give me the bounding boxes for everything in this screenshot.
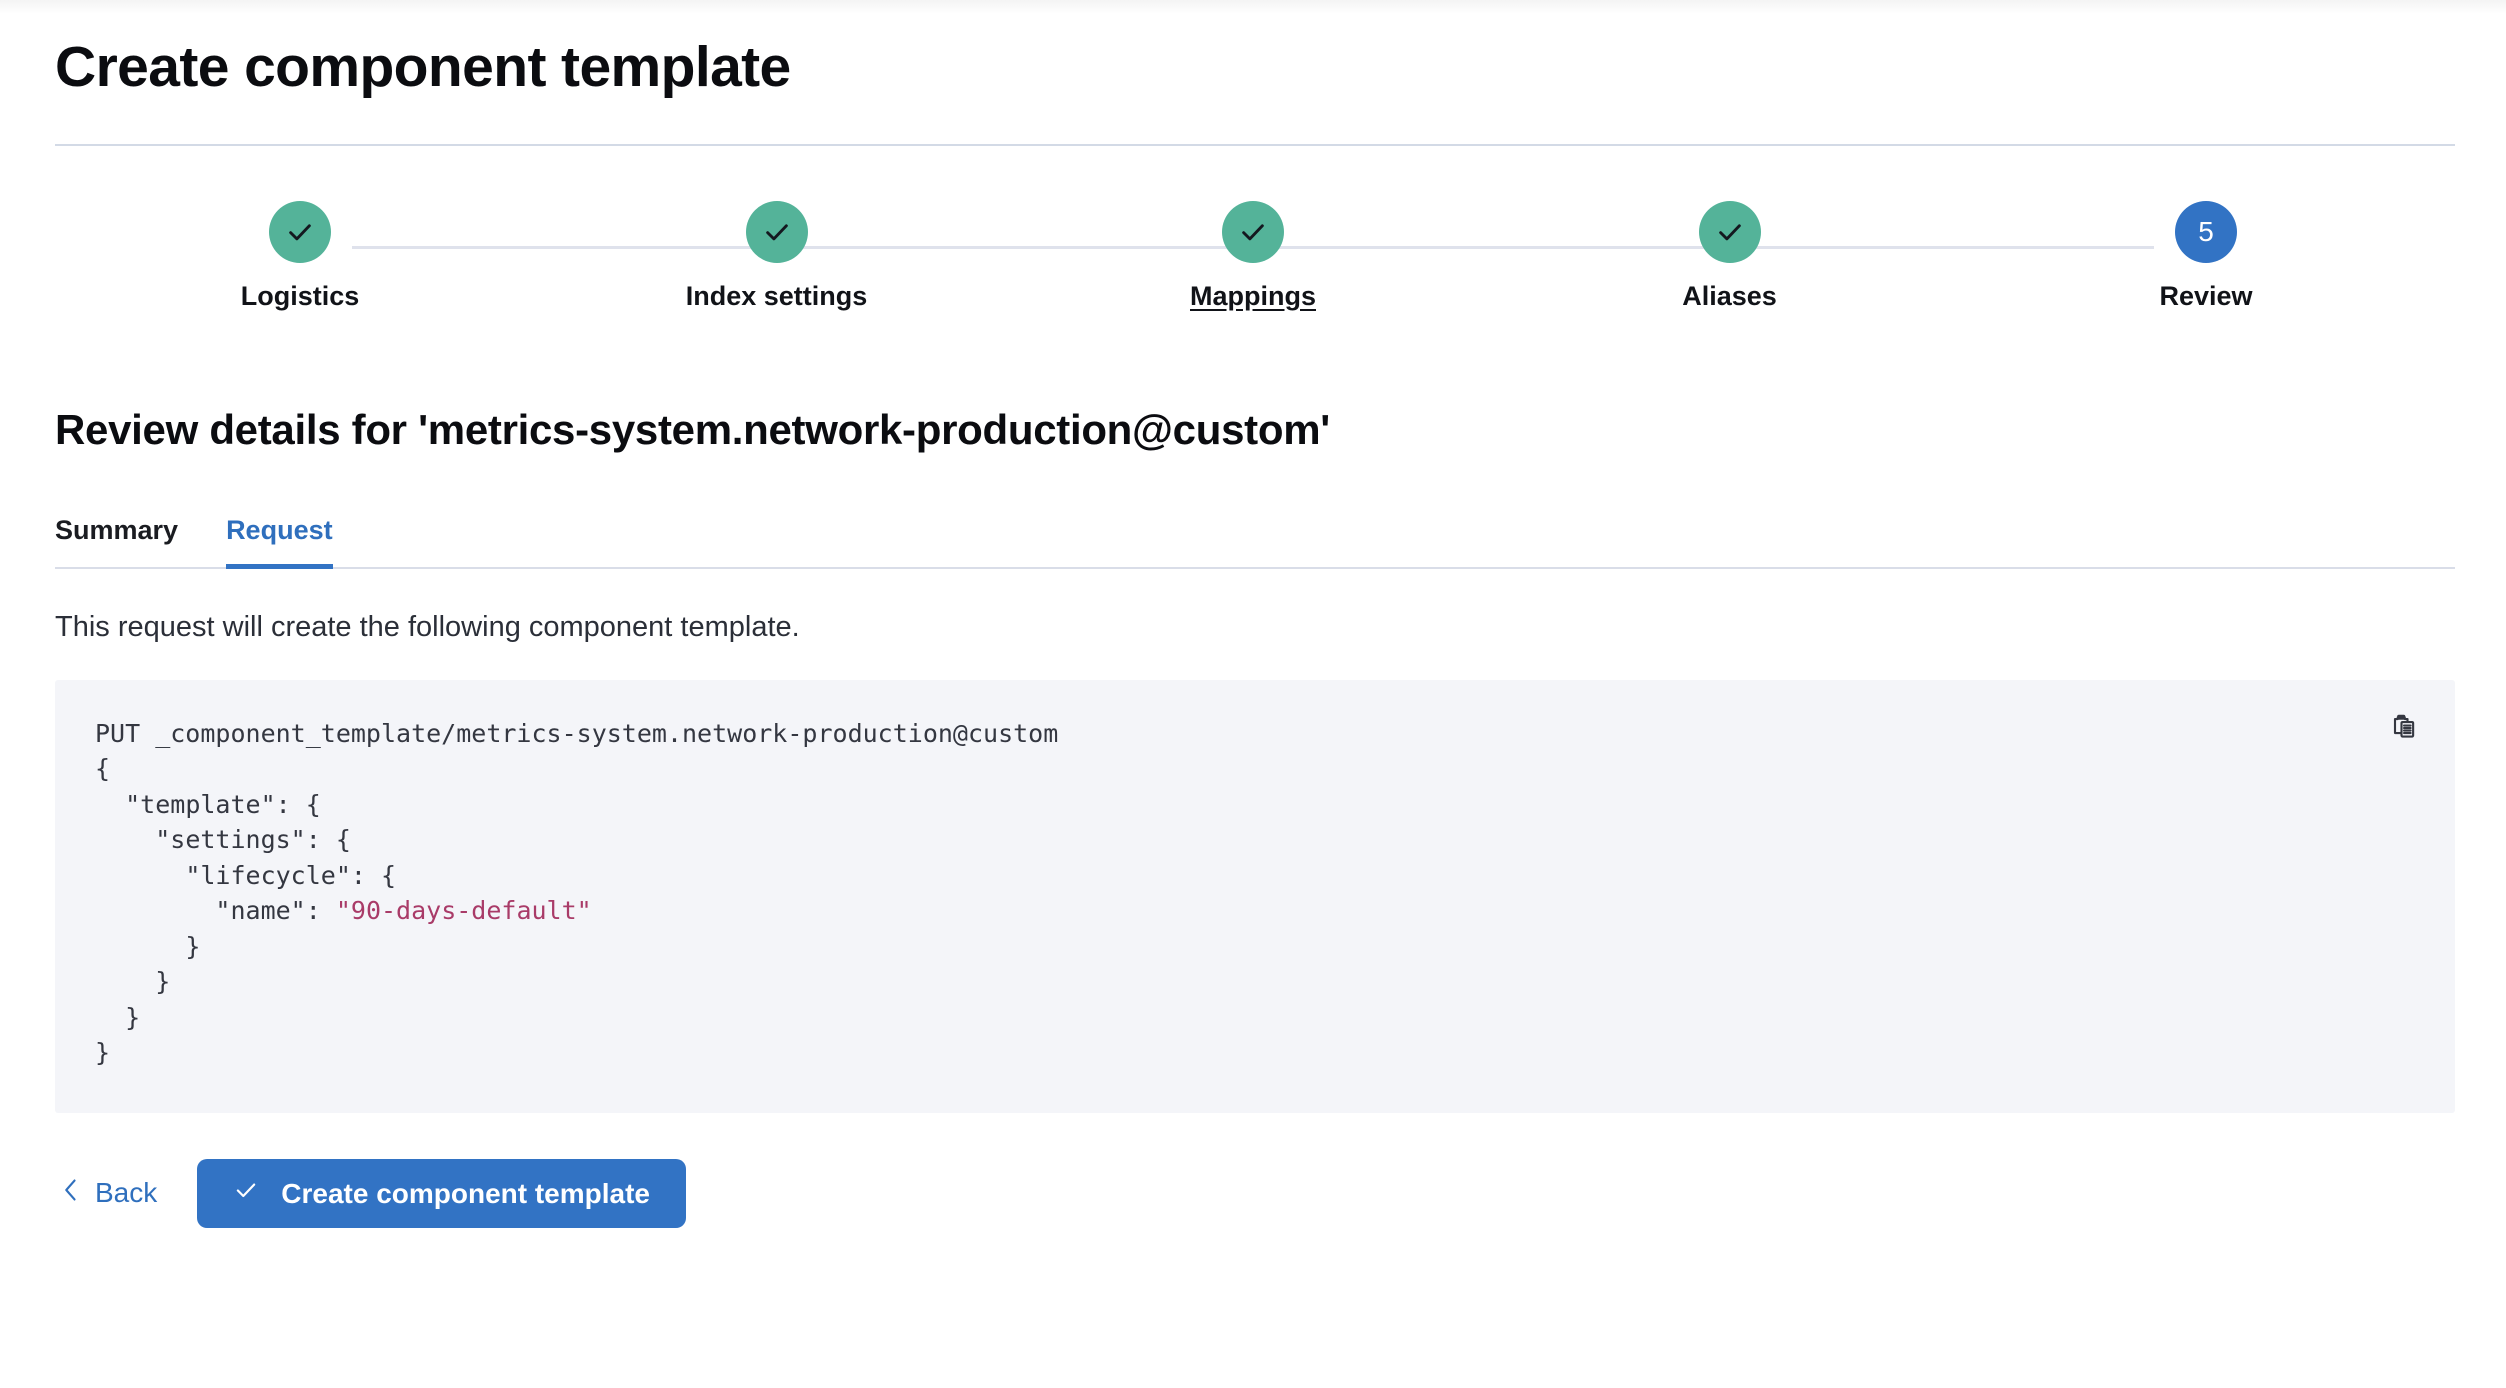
review-tabs: Summary Request: [55, 509, 2455, 569]
review-heading: Review details for 'metrics-system.netwo…: [55, 405, 1330, 453]
step-aliases-label: Aliases: [1682, 280, 1777, 311]
back-button-label: Back: [95, 1177, 158, 1209]
title-divider: [55, 143, 2455, 146]
create-component-template-page: Create component template Logistics: [0, 35, 2506, 1229]
code-line-close-1: }: [125, 1002, 141, 1032]
code-line-template: "template": {: [125, 789, 321, 819]
code-line-name-value: "90-days-default": [335, 896, 592, 926]
copy-request-button[interactable]: [2383, 708, 2427, 752]
tab-summary[interactable]: Summary: [55, 515, 178, 569]
code-line-lifecycle: "lifecycle": {: [185, 860, 397, 890]
code-line-settings: "settings": {: [155, 825, 351, 855]
code-line-close-3: }: [185, 931, 201, 961]
step-review-number: 5: [2198, 215, 2214, 247]
code-line-name-key: "name":: [215, 896, 336, 926]
create-component-template-label: Create component template: [281, 1177, 650, 1209]
code-line-open-brace: {: [95, 754, 111, 784]
tab-request[interactable]: Request: [226, 515, 333, 569]
check-icon: [1715, 217, 1745, 247]
request-description: This request will create the following c…: [55, 610, 800, 643]
check-icon: [762, 217, 792, 247]
request-code-block: PUT _component_template/metrics-system.n…: [95, 716, 2415, 1071]
page-title: Create component template: [55, 35, 791, 99]
create-component-template-button[interactable]: Create component template: [197, 1158, 686, 1229]
check-icon: [1238, 217, 1268, 247]
check-icon: [233, 1177, 259, 1211]
code-line-close-2: }: [155, 967, 171, 997]
code-line-close-0: }: [95, 1038, 111, 1068]
back-button[interactable]: Back: [55, 1167, 163, 1220]
wizard-stepper: Logistics Index settings: [55, 200, 2451, 336]
step-aliases-circle[interactable]: [1698, 200, 1761, 263]
request-method-line: PUT _component_template/metrics-system.n…: [95, 718, 1059, 748]
step-index-settings-label: Index settings: [685, 280, 868, 311]
step-mappings-circle[interactable]: [1222, 200, 1284, 263]
step-mappings-label[interactable]: Mappings: [1190, 280, 1316, 311]
top-shadow: [0, 0, 2506, 14]
step-logistics-circle[interactable]: [269, 200, 331, 263]
step-review-label: Review: [2159, 280, 2253, 311]
step-index-settings-circle[interactable]: [745, 200, 808, 263]
copy-clipboard-icon: [2390, 713, 2420, 746]
step-logistics-label: Logistics: [240, 280, 360, 311]
step-review-circle[interactable]: 5: [2175, 200, 2237, 263]
request-code-panel: PUT _component_template/metrics-system.n…: [55, 679, 2455, 1113]
footer-actions: Back Create component template: [55, 1158, 2451, 1229]
check-icon: [285, 217, 315, 247]
chevron-left-icon: [61, 1177, 81, 1210]
